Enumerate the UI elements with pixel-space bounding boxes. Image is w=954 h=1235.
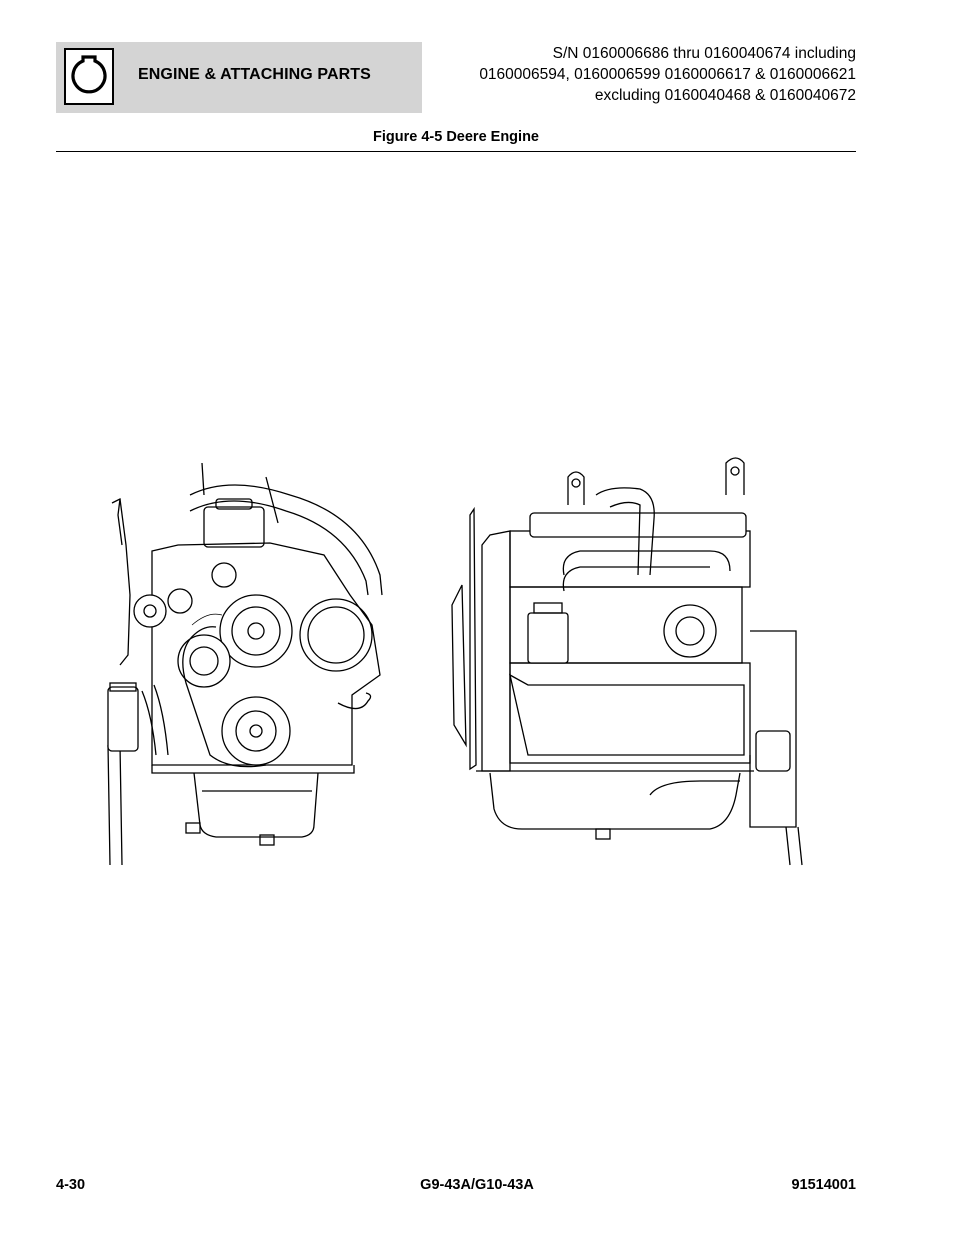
document-number: 91514001	[791, 1177, 856, 1193]
serial-number-range: S/N 0160006686 thru 0160040674 including…	[416, 43, 856, 106]
page-number: 4-30	[56, 1177, 86, 1193]
section-header: ENGINE & ATTACHING PARTS	[56, 42, 422, 113]
figure-caption: Figure 4-5 Deere Engine	[373, 129, 539, 145]
serial-line: S/N 0160006686 thru 0160040674 including	[552, 45, 856, 62]
engine-illustration	[90, 455, 810, 875]
model-number: G9-43A/G10-43A	[420, 1177, 534, 1193]
engine-side-view	[451, 457, 803, 866]
engine-section-icon	[64, 48, 114, 105]
serial-line: 0160006594, 0160006599 0160006617 & 0160…	[479, 66, 856, 83]
header-divider	[56, 151, 856, 152]
serial-line: excluding 0160040468 & 0160040672	[594, 87, 856, 104]
section-title: ENGINE & ATTACHING PARTS	[138, 66, 371, 83]
engine-front-view	[107, 462, 383, 866]
